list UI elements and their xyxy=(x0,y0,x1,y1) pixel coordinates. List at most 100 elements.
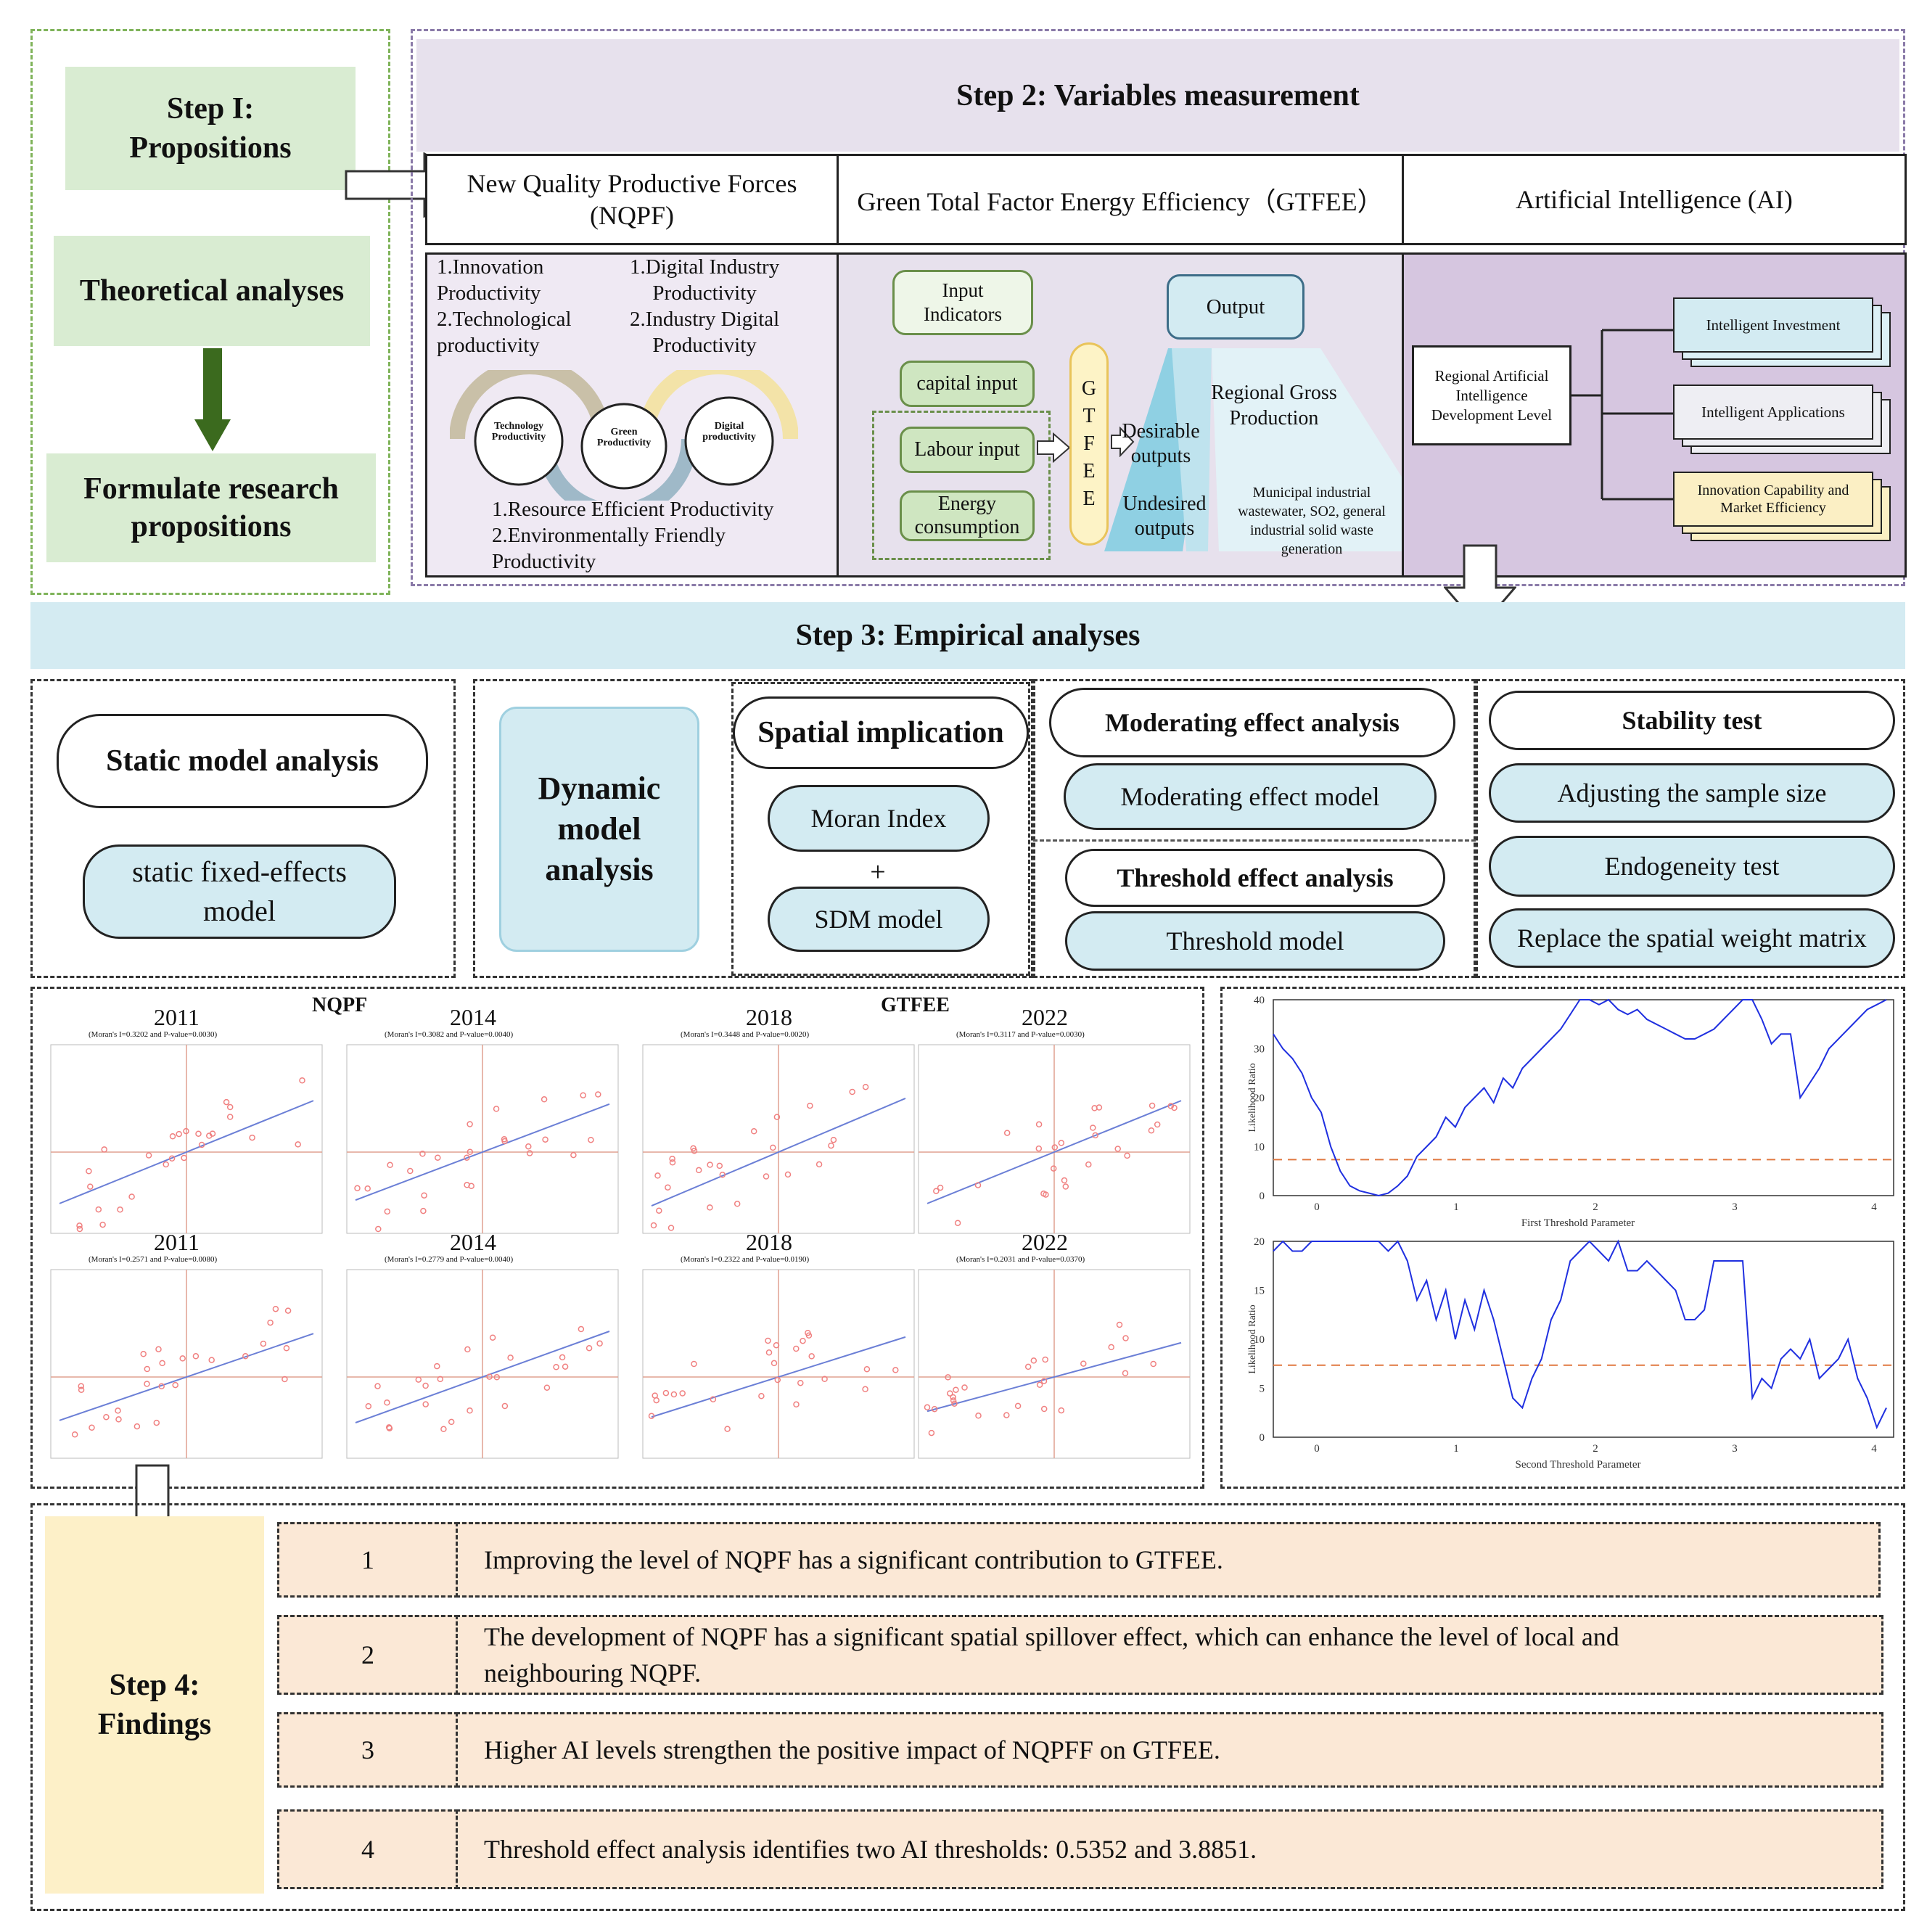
data-point xyxy=(849,1088,855,1096)
data-point xyxy=(1030,1357,1038,1364)
intelligent-investment-box: Intelligent Investment xyxy=(1673,297,1873,353)
gtfee-header-label: Green Total Factor Energy Efficiency（GTF… xyxy=(857,187,1384,216)
scatter-subtitle: (Moran's I=0.3117 and P-value=0.0030) xyxy=(956,1030,1085,1039)
data-point xyxy=(464,1154,470,1161)
data-point xyxy=(586,1344,593,1352)
data-point xyxy=(468,1183,474,1189)
regression-line xyxy=(59,1333,314,1421)
data-point xyxy=(542,1136,548,1143)
finding-text-line2: neighbouring NQPF. xyxy=(484,1658,702,1688)
scatter-subtitle: (Moran's I=0.2031 and P-value=0.0370) xyxy=(956,1255,1085,1264)
finding-number: 2 xyxy=(277,1615,459,1695)
data-point xyxy=(652,1392,658,1399)
finding-number-label: 1 xyxy=(361,1545,374,1574)
threshold-effect-title: Threshold effect analysis xyxy=(1065,849,1445,907)
data-point xyxy=(198,1141,205,1148)
data-point xyxy=(667,1225,675,1231)
data-point xyxy=(734,1201,741,1207)
nqpf-right-list: 1.Digital Industry Productivity 2.Indust… xyxy=(630,254,779,358)
y-tick-label: 0 xyxy=(1260,1191,1265,1202)
data-point xyxy=(656,1207,662,1214)
gtfee-vertical-ellipse: G T F E E xyxy=(1069,342,1109,546)
data-point xyxy=(467,1148,474,1156)
data-point xyxy=(87,1183,94,1190)
sdm-model-box: SDM model xyxy=(768,887,990,952)
data-point xyxy=(140,1351,147,1357)
capital-input-box: capital input xyxy=(900,361,1035,407)
data-point xyxy=(1040,1378,1048,1384)
data-point xyxy=(543,1384,551,1391)
data-point xyxy=(1171,1104,1178,1111)
nqpf-left-item: 2.Technological xyxy=(437,308,572,331)
data-point xyxy=(559,1354,566,1361)
data-point xyxy=(385,1424,393,1431)
branch2-label: Intelligent Applications xyxy=(1701,403,1845,421)
gtfee-letter: E xyxy=(1082,488,1096,510)
moran-index-box: Moran Index xyxy=(768,785,990,852)
data-point xyxy=(808,1353,815,1360)
scatter-subtitle: (Moran's I=0.2779 and P-value=0.0040) xyxy=(385,1255,514,1264)
branch3-line1: Innovation Capability and xyxy=(1697,482,1849,498)
data-point xyxy=(862,1386,868,1393)
innovation-capability-box: Innovation Capability and Market Efficie… xyxy=(1673,472,1873,527)
data-point xyxy=(419,1151,426,1157)
step4-title-line2: Findings xyxy=(97,1708,212,1741)
data-point xyxy=(648,1413,655,1419)
input-line2: Indicators xyxy=(924,303,1002,325)
scatter-year-label: 2022 xyxy=(1022,1004,1068,1030)
digital-productivity-circle: Digital productivity xyxy=(702,421,756,443)
gtfee-scatter-label: GTFEE xyxy=(881,994,950,1016)
data-point xyxy=(299,1077,305,1084)
data-point xyxy=(1003,1412,1010,1418)
data-point xyxy=(1149,1102,1156,1109)
y-tick-label: 20 xyxy=(1254,1093,1265,1104)
data-point xyxy=(771,1360,778,1367)
stab3-label: Replace the spatial weight matrix xyxy=(1517,924,1867,953)
gtfee-letter: E xyxy=(1082,460,1096,482)
data-point xyxy=(282,1376,288,1383)
step4-title-box: Step 4: Findings xyxy=(45,1516,264,1894)
data-point xyxy=(1058,1140,1065,1146)
data-point xyxy=(99,1221,106,1228)
threshold-model-box: Threshold model xyxy=(1065,911,1445,971)
step3-title-bar: Step 3: Empirical analyses xyxy=(30,602,1905,669)
regression-line xyxy=(59,1100,314,1204)
x-tick-label: 1 xyxy=(1453,1201,1459,1213)
y-tick-label: 20 xyxy=(1254,1236,1265,1248)
x-tick-label: 1 xyxy=(1453,1443,1459,1455)
data-point xyxy=(507,1355,514,1361)
finding-number: 1 xyxy=(277,1522,459,1598)
energy-line1: Energy xyxy=(937,493,997,515)
data-point xyxy=(176,1130,182,1138)
scatter-year-label: 2014 xyxy=(450,1229,496,1255)
finding-number: 3 xyxy=(277,1712,459,1788)
data-point xyxy=(1042,1356,1048,1363)
nqpf-scatter-label: NQPF xyxy=(312,994,368,1016)
technology-productivity-circle: Technology Productivity xyxy=(492,421,546,443)
nqpf-right-item: Productivity xyxy=(652,334,757,357)
data-point xyxy=(807,1102,813,1109)
moderating-title-label: Moderating effect analysis xyxy=(1105,708,1400,737)
static-fixed-effects-model: static fixed-effects model xyxy=(83,844,396,939)
finding-number: 4 xyxy=(277,1809,459,1889)
nqpf-left-item: 1.Innovation xyxy=(437,255,544,279)
data-point xyxy=(924,1404,931,1411)
data-point xyxy=(526,1150,533,1156)
data-point xyxy=(1058,1407,1065,1414)
x-tick-label: 0 xyxy=(1314,1201,1320,1213)
data-point xyxy=(467,1121,473,1127)
data-point xyxy=(710,1396,717,1403)
step4-panel xyxy=(30,1503,1905,1911)
ai-header: Artificial Intelligence (AI) xyxy=(1402,154,1907,245)
input-line1: Input xyxy=(942,279,984,301)
data-point xyxy=(763,1173,770,1180)
data-point xyxy=(1167,1103,1175,1109)
formulate-propositions-box: Formulate research propositions xyxy=(46,453,376,562)
plus-sign: + xyxy=(863,856,892,888)
data-point xyxy=(525,1143,532,1150)
ai-tree-connectors xyxy=(1571,329,1673,501)
data-point xyxy=(1150,1360,1156,1368)
data-point xyxy=(1116,1321,1123,1328)
y-axis-label: Likelihood Ratio xyxy=(1247,1063,1258,1132)
labour-input-label: Labour input xyxy=(914,438,1020,461)
